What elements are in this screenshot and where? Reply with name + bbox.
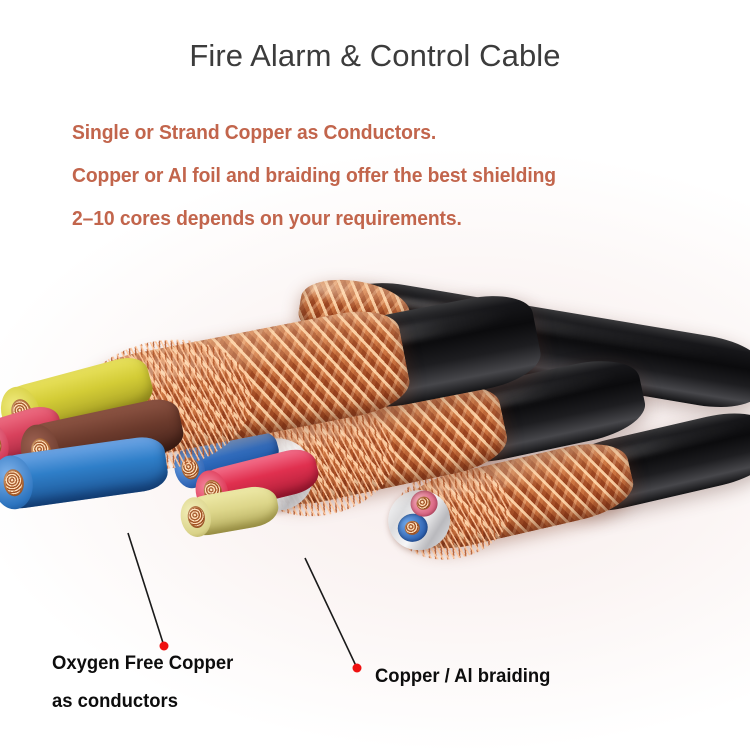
callout-braiding: Copper / Al braiding [375,658,550,696]
core-blue-face [0,452,37,512]
marker-dot-conductors [159,641,169,651]
callout-conductors: Oxygen Free Copper as conductors [52,645,233,721]
core-yellow-face [177,494,215,540]
feature-list: Single or Strand Copper as Conductors. C… [72,112,732,241]
callout-conductors-line-1: Oxygen Free Copper [52,653,234,674]
core-blue-strands [1,468,26,498]
core-blue-strands [403,519,422,537]
page-title: Fire Alarm & Control Cable [189,38,561,73]
marker-dot-braiding [352,663,362,673]
feature-line-3: 2–10 cores depends on your requirements. [72,208,462,230]
feature-line-1: Single or Strand Copper as Conductors. [72,122,437,144]
core-yellow-strands [186,504,207,530]
cable-photo [0,250,750,670]
feature-line-2: Copper or Al foil and braiding offer the… [72,165,557,187]
core-red-strands [0,430,5,459]
callout-conductors-line-2: as conductors [52,691,178,712]
callout-braiding-line-1: Copper / Al braiding [375,666,551,687]
